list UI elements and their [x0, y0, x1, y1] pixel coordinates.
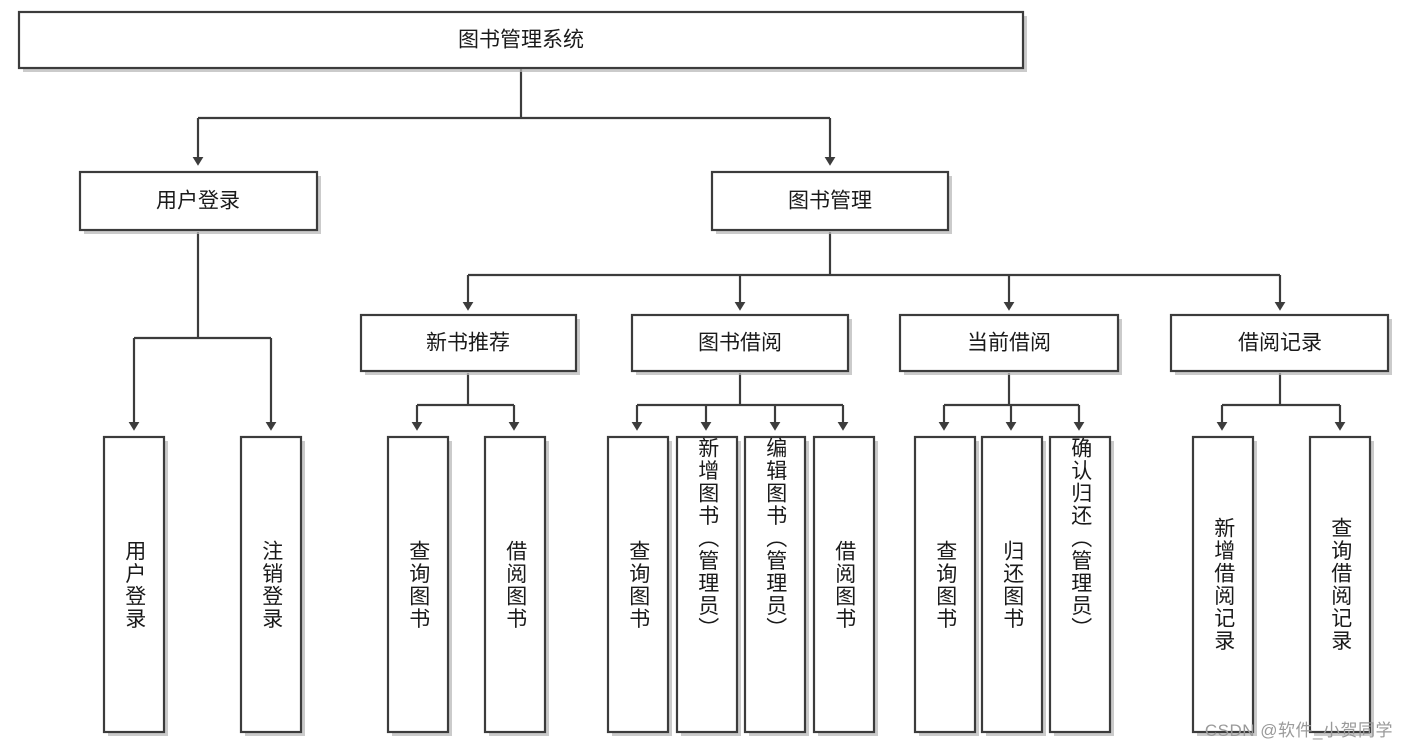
connector-group-current-borrow [938, 373, 1085, 431]
node-user-login-box [78, 170, 319, 232]
leaf-box-current-borrow-2[interactable] [1048, 435, 1112, 734]
node-new-book-recommend-box [359, 313, 578, 373]
node-book-borrow[interactable]: 图书借阅 [630, 313, 852, 375]
node-new-book-recommend-label: 新书推荐 [426, 332, 510, 355]
connector-group-root [192, 68, 836, 166]
connector-group-book-borrow [631, 373, 849, 431]
connector-group-new-book [411, 373, 520, 431]
leaf-box-group [102, 435, 1374, 736]
node-borrow-record-label: 借阅记录 [1238, 332, 1322, 355]
leaf-box-book-borrow-3[interactable] [812, 435, 876, 734]
node-user-login[interactable]: 用户登录 [78, 170, 321, 234]
node-book-borrow-label: 图书借阅 [698, 332, 782, 355]
leaf-box-book-borrow-1[interactable] [675, 435, 739, 734]
node-borrow-record[interactable]: 借阅记录 [1169, 313, 1392, 375]
connector-group-borrow-record [1216, 373, 1346, 431]
node-borrow-record-box [1169, 313, 1390, 373]
node-book-borrow-box [630, 313, 850, 373]
node-book-manage-box [710, 170, 950, 232]
leaf-box-new-book-0[interactable] [386, 435, 450, 734]
leaf-box-current-borrow-0[interactable] [913, 435, 977, 734]
node-current-borrow[interactable]: 当前借阅 [898, 313, 1122, 375]
node-root[interactable]: 图书管理系统 [17, 10, 1027, 72]
leaf-box-borrow-record-1[interactable] [1308, 435, 1372, 734]
leaf-box-book-borrow-0[interactable] [606, 435, 670, 734]
leaf-box-user-login-0[interactable] [102, 435, 166, 734]
node-book-manage-label: 图书管理 [788, 190, 872, 213]
node-current-borrow-box [898, 313, 1120, 373]
leaf-box-new-book-1[interactable] [483, 435, 547, 734]
leaf-box-current-borrow-1[interactable] [980, 435, 1044, 734]
node-root-box [17, 10, 1025, 70]
node-root-label: 图书管理系统 [458, 29, 584, 52]
leaf-box-borrow-record-0[interactable] [1191, 435, 1255, 734]
node-new-book-recommend[interactable]: 新书推荐 [359, 313, 580, 375]
connector-group-user-login [128, 232, 277, 431]
node-book-manage[interactable]: 图书管理 [710, 170, 952, 234]
node-current-borrow-label: 当前借阅 [967, 332, 1051, 355]
connector-group-book-manage [462, 232, 1286, 311]
leaf-box-book-borrow-2[interactable] [743, 435, 807, 734]
leaf-box-user-login-1[interactable] [239, 435, 303, 734]
node-user-login-label: 用户登录 [156, 190, 240, 213]
